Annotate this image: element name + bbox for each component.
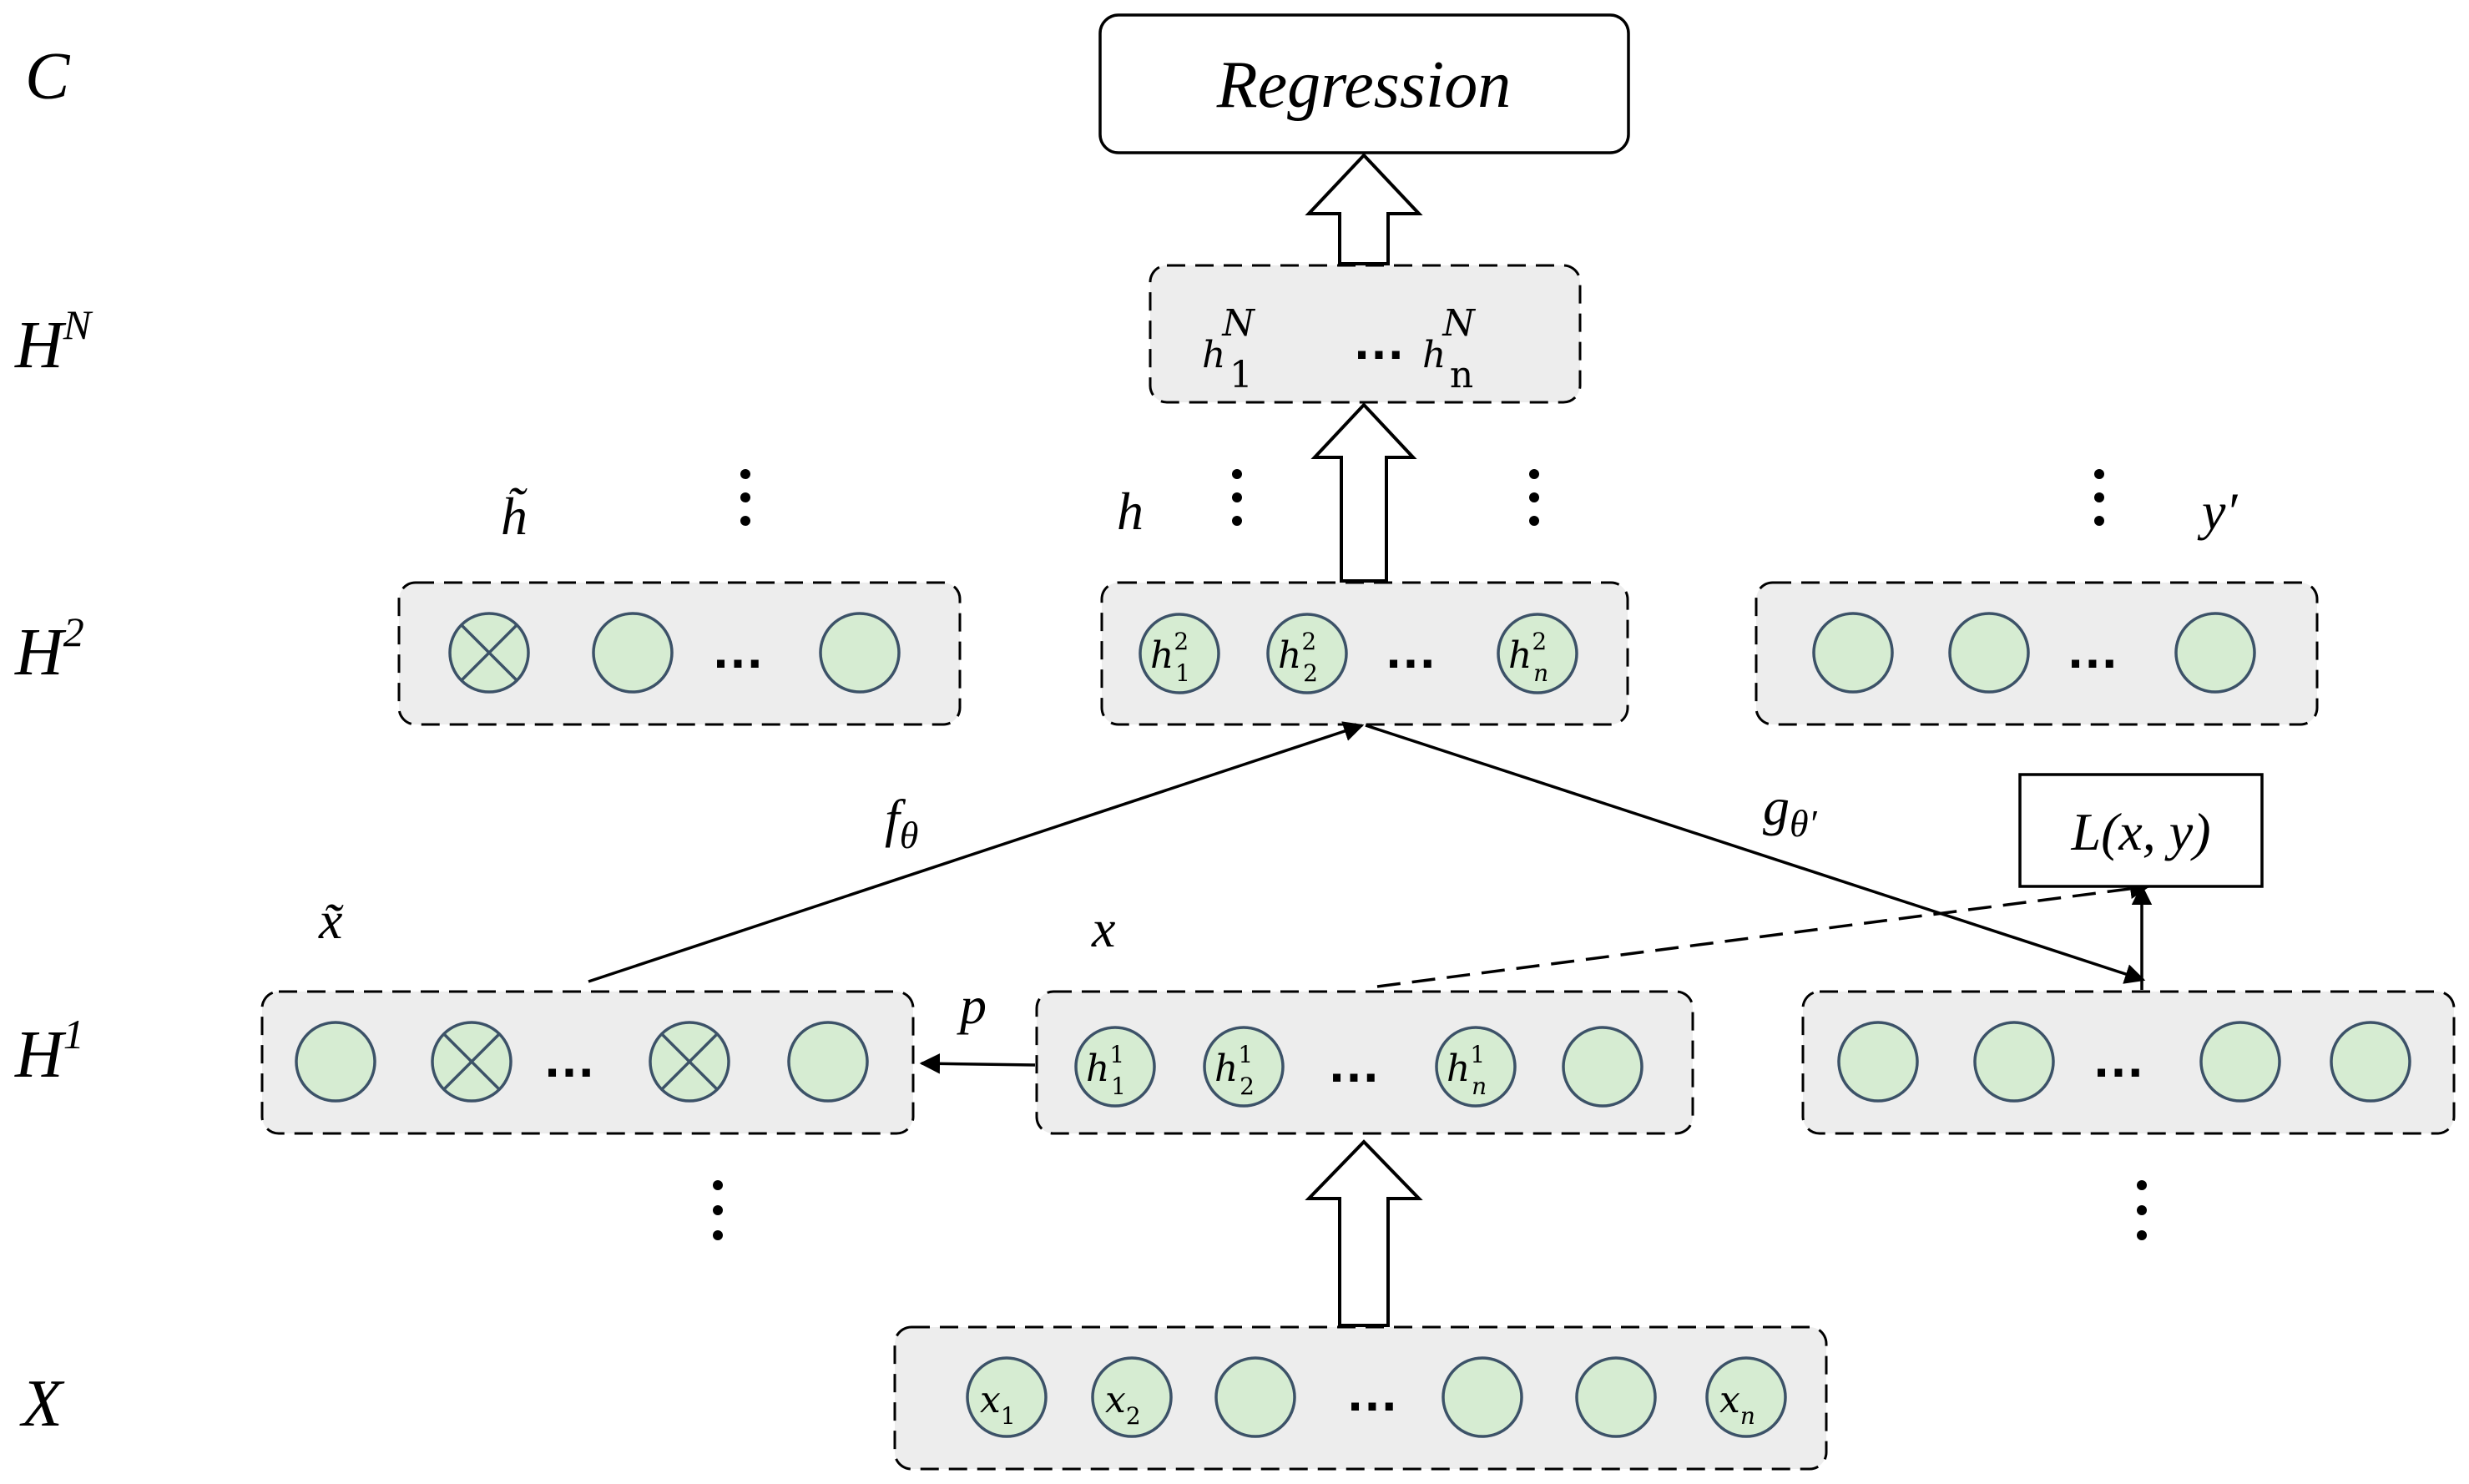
row-label-h2: H2 (14, 608, 84, 689)
reconstruction-dashed-arrow (1376, 878, 2151, 988)
regression-label: Regression (1216, 48, 1512, 122)
cross-icon (660, 1032, 719, 1091)
h2-middle-box (1100, 581, 1629, 726)
label-p: p (957, 976, 987, 1035)
h1-right-ellipsis: … (2092, 1028, 2145, 1088)
h2-middle-ellipsis: … (1384, 619, 1437, 679)
h1-left-box (260, 990, 915, 1135)
x-ellipsis: … (1346, 1362, 1399, 1422)
h1-middle-ellipsis: … (1327, 1033, 1381, 1093)
hn-ellipsis: … (1352, 310, 1406, 371)
x-node-2 (1091, 1356, 1173, 1438)
h2-node-2 (1266, 613, 1348, 694)
vdots-icon (740, 469, 750, 526)
h1-node-n (1435, 1026, 1517, 1108)
vdots-group-upper (740, 469, 2104, 526)
cross-icon (460, 623, 518, 682)
x-node-1-label: x1 (980, 1379, 1016, 1430)
loss-label: L(x, y) (2070, 802, 2210, 861)
h2-right-node (1812, 612, 1894, 694)
label-g-theta-prime: gθ′ (1763, 777, 1818, 845)
h1-left-node (787, 1021, 869, 1103)
h2-right-node (1948, 612, 2030, 694)
h1-right-node (2199, 1021, 2281, 1103)
h1-left-node (295, 1021, 376, 1103)
h1-right-box (1801, 990, 2456, 1135)
label-h-tilde: h̃ (501, 487, 528, 546)
vdots-icon (1529, 469, 1539, 526)
h1-left-ellipsis: … (543, 1028, 596, 1088)
regression-box (1098, 13, 1630, 154)
h1-right-node (1973, 1021, 2055, 1103)
h2-left-box (397, 581, 962, 726)
x-node-n-label: xn (1719, 1379, 1755, 1430)
loss-box (2018, 773, 2264, 888)
vdots-icon (2094, 469, 2104, 526)
row-label-hn: HN (14, 301, 93, 382)
label-h: h (1117, 482, 1144, 541)
h2-right-ellipsis: … (2066, 619, 2119, 679)
corruption-arrow-p (919, 1053, 1036, 1074)
vdots-icon (1232, 469, 1242, 526)
h2-right-node (2174, 612, 2256, 694)
h2-left-node (592, 612, 674, 694)
h2-left-ellipsis: … (711, 619, 765, 679)
h1-right-node (2330, 1021, 2411, 1103)
label-y-prime: y′ (2197, 482, 2238, 541)
label-f-theta: fθ (885, 789, 918, 856)
arrow-h2-to-hn (1310, 402, 1417, 583)
h1-right-node (1837, 1021, 1919, 1103)
row-label-h1: H1 (14, 1011, 84, 1092)
h2-node-n (1497, 613, 1578, 694)
hn-box (1149, 264, 1582, 404)
h2-node-1 (1139, 613, 1220, 694)
vdots-icon (713, 1180, 723, 1240)
vdots-group-lower (713, 1180, 2147, 1240)
h1-middle-box (1035, 990, 1694, 1135)
h1-node-2 (1203, 1026, 1285, 1108)
h2-left-node (819, 612, 901, 694)
label-x-tilde: x̃ (318, 891, 344, 950)
row-label-c: C (25, 40, 71, 114)
arrow-x-to-h1 (1305, 1139, 1423, 1327)
h1-node-1 (1074, 1026, 1156, 1108)
encoder-arrow-f-theta (588, 721, 1365, 983)
arrow-hn-to-regression (1305, 153, 1423, 265)
label-x: x (1091, 899, 1115, 958)
vdots-icon (2137, 1180, 2147, 1240)
x-node (1575, 1356, 1657, 1438)
x-node (1442, 1356, 1523, 1438)
cross-icon (442, 1032, 501, 1091)
h1-middle-node (1562, 1026, 1643, 1108)
x-node-1 (966, 1356, 1048, 1438)
decoder-arrow-g-theta-prime (1365, 724, 2146, 984)
x-node (1214, 1356, 1296, 1438)
x-node-n (1705, 1356, 1787, 1438)
x-node-2-label: x2 (1105, 1379, 1141, 1430)
h2-right-box (1755, 581, 2319, 726)
row-label-x: X (19, 1367, 65, 1441)
